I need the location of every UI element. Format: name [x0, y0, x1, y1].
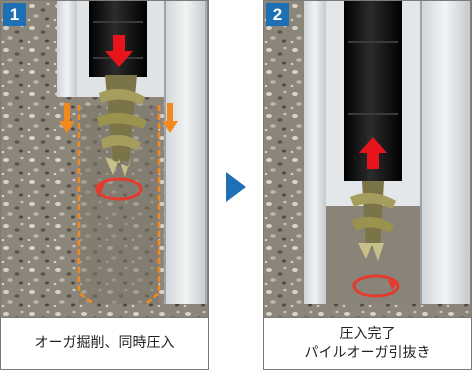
step-1-caption: オーガ掘削、同時圧入 — [0, 318, 209, 370]
down-arrow-icon — [162, 103, 178, 133]
step-1-illustration — [0, 0, 209, 318]
down-arrow-icon — [59, 103, 75, 133]
step-1-badge: 1 — [3, 3, 26, 26]
up-arrow-icon — [359, 137, 387, 169]
auger-bit — [97, 75, 147, 177]
step-2-badge: 2 — [266, 3, 289, 26]
step-2-panel: 2 — [263, 0, 472, 370]
step-2-caption: 圧入完了 パイルオーガ引抜き — [263, 318, 472, 370]
step-2-caption-line-2: パイルオーガ引抜き — [304, 344, 431, 361]
rotation-icon — [95, 177, 143, 201]
down-arrow-icon — [105, 35, 133, 67]
step-1-panel: 1 — [0, 0, 209, 370]
casing-wall-left — [57, 1, 77, 97]
next-step-arrow-icon — [226, 172, 246, 202]
auger-bit — [350, 181, 396, 261]
casing-wall-right — [164, 1, 207, 304]
step-2-illustration — [263, 0, 472, 318]
casing-wall-right — [420, 1, 470, 304]
excavation-outline — [77, 105, 161, 308]
rotation-icon — [352, 274, 400, 298]
step-1-caption-line: オーガ掘削、同時圧入 — [34, 335, 175, 351]
step-2-caption-line-1: 圧入完了 — [339, 325, 396, 342]
casing-wall-left — [304, 1, 326, 304]
